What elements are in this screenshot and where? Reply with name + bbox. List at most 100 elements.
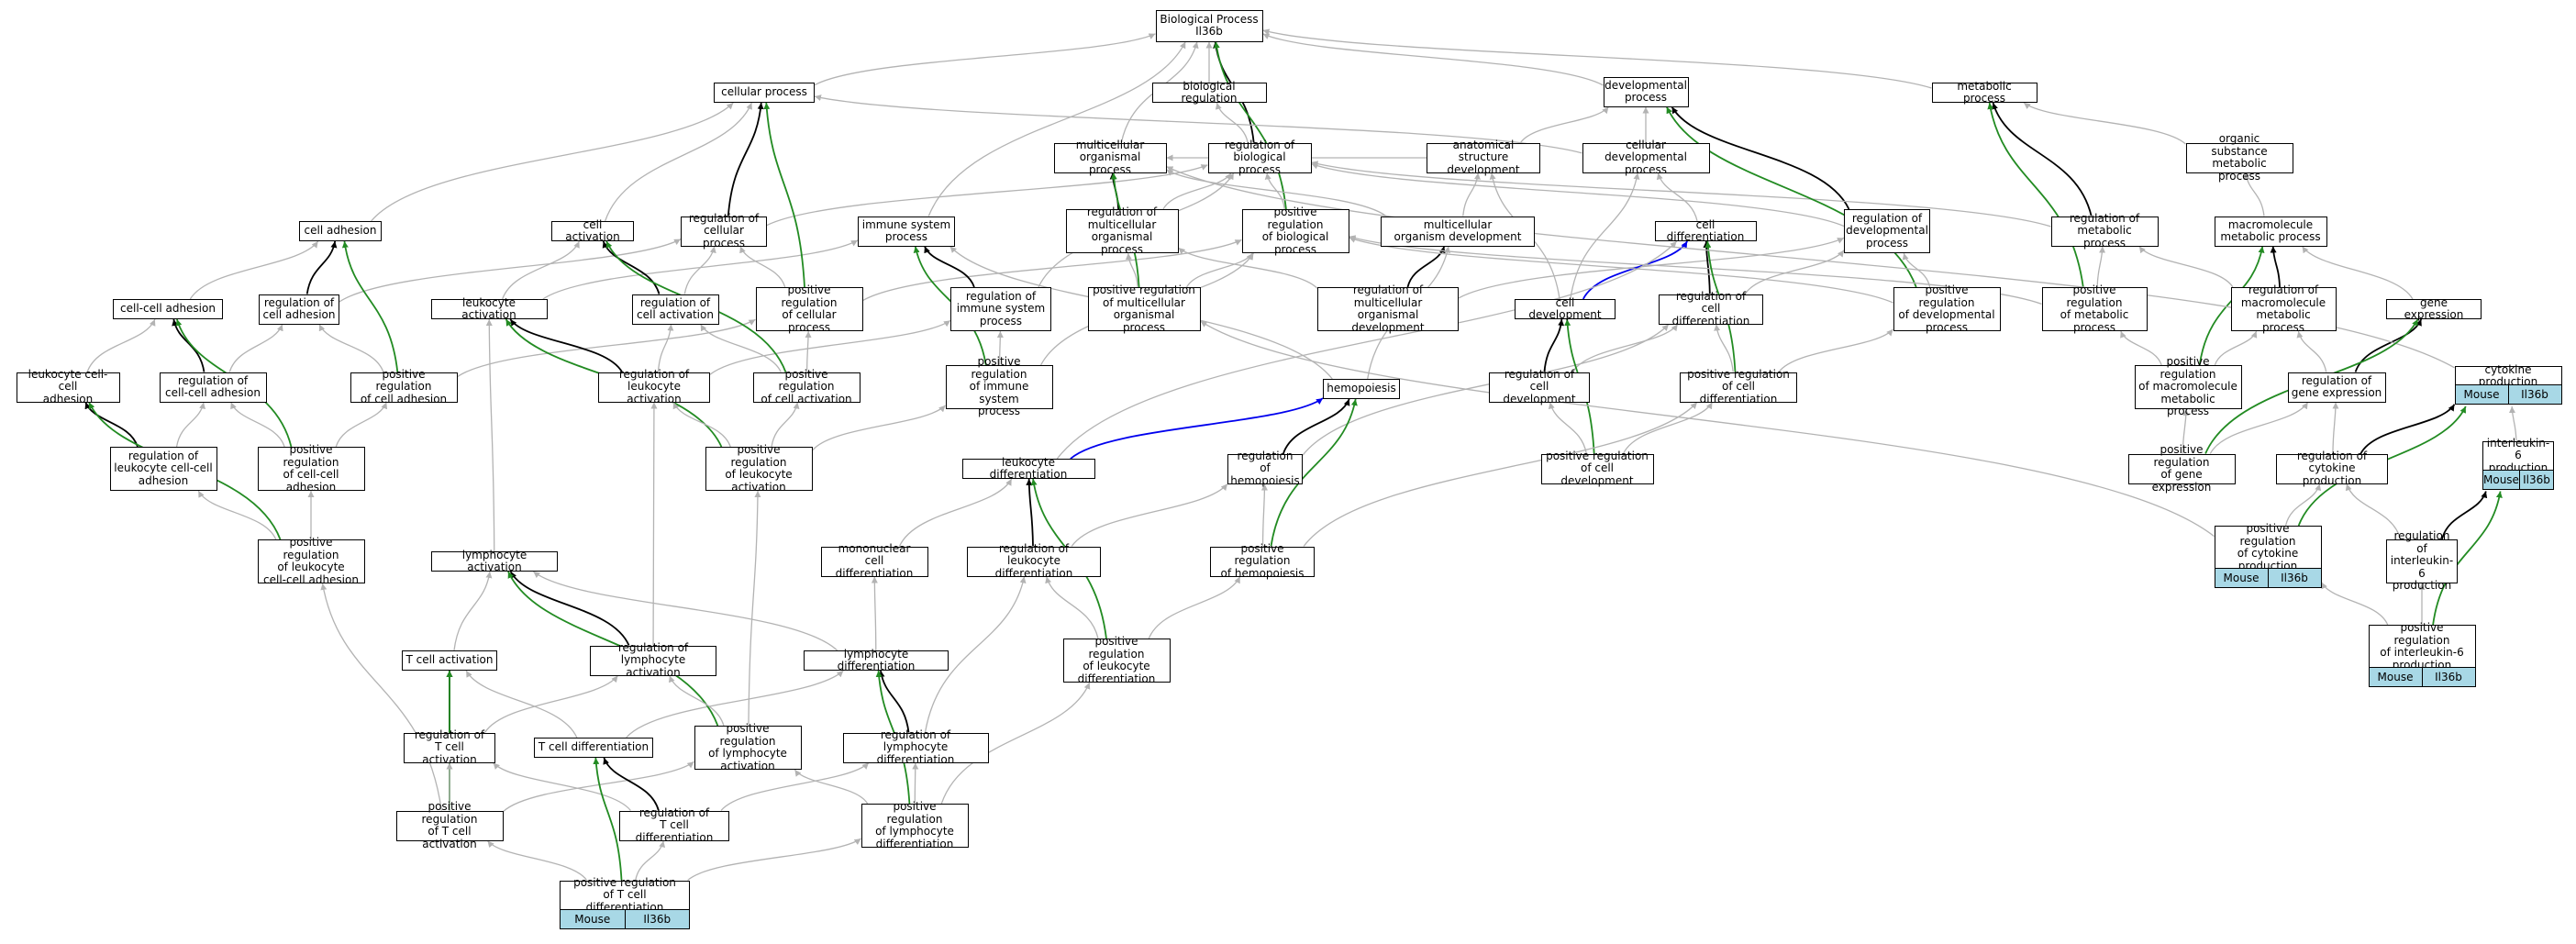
edge-is-a-prlymd-to-prld	[940, 682, 1091, 805]
go-term-asd[interactable]: anatomical structure development	[1427, 139, 1540, 176]
edge-is-a-prcytp-to-rcytp	[2284, 483, 2322, 527]
go-term-ge[interactable]: gene expression	[2386, 296, 2482, 321]
go-term-il6p[interactable]: interleukin-6 production	[2482, 437, 2554, 474]
go-term-rmod[interactable]: regulation of multicellular organismal d…	[1317, 283, 1459, 333]
go-term-prtcd[interactable]: positive regulation of T cell differenti…	[560, 876, 690, 914]
go-term-rmmp[interactable]: regulation of macromolecule metabolic pr…	[2230, 283, 2337, 333]
go-term-lymact[interactable]: lymphocyte activation	[431, 549, 558, 573]
edge-is-a-mp-to-root	[1262, 28, 1932, 89]
go-term-prca[interactable]: positive regulation of cell adhesion	[350, 368, 458, 405]
go-term-prla[interactable]: positive regulation of leukocyte activat…	[705, 443, 813, 493]
go-term-tca[interactable]: T cell activation	[402, 650, 497, 671]
go-term-pril6p[interactable]: positive regulation of interleukin-6 pro…	[2368, 621, 2476, 671]
go-term-rld[interactable]: regulation of leukocyte differentiation	[967, 542, 1101, 580]
go-term-rcact[interactable]: regulation of cell activation	[631, 294, 719, 325]
edge-is-a-la-to-cact	[502, 240, 580, 300]
go-term-tcd[interactable]: T cell differentiation	[534, 738, 653, 758]
edge-is-a-cact-to-cp	[605, 102, 752, 222]
go-term-lymd[interactable]: lymphocyte differentiation	[804, 648, 949, 672]
edge-is-a-prcact-to-prcp	[805, 330, 812, 372]
edge-is-a-prld-to-prhemo	[1148, 576, 1241, 639]
go-term-rcd[interactable]: regulation of cell differentiation	[1659, 290, 1763, 328]
go-term-prcd[interactable]: positive regulation of cell differentiat…	[1680, 368, 1797, 405]
go-term-prcdev[interactable]: positive regulation of cell development	[1540, 450, 1654, 487]
go-term-isp[interactable]: immune system process	[858, 216, 955, 247]
go-term-rcp[interactable]: regulation of cellular process	[681, 212, 767, 250]
go-term-ld[interactable]: leukocyte differentiation	[961, 456, 1095, 481]
go-term-rmp[interactable]: regulation of metabolic process	[2050, 212, 2159, 250]
go-term-prlcca[interactable]: positive regulation of leukocyte cell-ce…	[257, 536, 365, 585]
go-term-rlymact[interactable]: regulation of lymphocyte activation	[590, 641, 716, 679]
go-term-rcca[interactable]: regulation of cell-cell adhesion	[159, 372, 267, 403]
go-term-rhemo[interactable]: regulation of hemopoiesis	[1227, 450, 1303, 487]
go-term-la[interactable]: leukocyte activation	[430, 296, 548, 321]
go-term-cytp[interactable]: cytokine production	[2454, 363, 2562, 388]
edge-is-a-prmop-to-rmop	[1125, 252, 1138, 288]
go-term-rge[interactable]: regulation of gene expression	[2287, 372, 2386, 403]
go-term-prcp[interactable]: positive regulation of cellular process	[755, 283, 863, 333]
go-term-rca[interactable]: regulation of cell adhesion	[259, 294, 339, 325]
go-term-mod[interactable]: multicellular organism development	[1381, 216, 1535, 247]
edge-is-a-prmop-to-prbp	[1186, 252, 1253, 288]
go-term-prhemo[interactable]: positive regulation of hemopoiesis	[1210, 542, 1315, 580]
go-term-cdev[interactable]: cell development	[1515, 296, 1616, 321]
go-term-prdp[interactable]: positive regulation of developmental pro…	[1893, 283, 2001, 333]
go-term-ril6p[interactable]: regulation of interleukin-6 production	[2386, 530, 2458, 592]
edge-regulates-rlcca-to-lcca	[84, 402, 139, 448]
go-term-prisp[interactable]: positive regulation of immune system pro…	[945, 356, 1053, 417]
edge-is-a-asd-to-dp	[1520, 106, 1609, 143]
go-term-cact[interactable]: cell activation	[551, 218, 634, 243]
go-term-prld[interactable]: positive regulation of leukocyte differe…	[1062, 635, 1171, 684]
go-term-mmp[interactable]: macromolecule metabolic process	[2214, 216, 2327, 247]
go-term-rbp[interactable]: regulation of biological process	[1207, 139, 1312, 176]
edge-is-a-prcca-to-rcca	[230, 402, 285, 448]
edge-regulates-rmod-to-mod	[1406, 246, 1446, 288]
edge-is-a-rtcd-to-rlymd	[720, 762, 870, 811]
go-term-prcca[interactable]: positive regulation of cell-cell adhesio…	[257, 443, 365, 493]
go-term-lcca[interactable]: leukocyte cell-cell adhesion	[16, 368, 120, 405]
go-term-rcdev[interactable]: regulation of cell development	[1489, 368, 1590, 405]
edge-part-of-cdev-to-cdiff	[1582, 240, 1688, 300]
go-term-prlymd[interactable]: positive regulation of lymphocyte differ…	[861, 800, 969, 850]
go-term-cp[interactable]: cellular process	[714, 83, 815, 103]
go-term-rlymd[interactable]: regulation of lymphocyte differentiation	[842, 728, 989, 766]
go-term-hemo[interactable]: hemopoiesis	[1323, 379, 1400, 399]
go-term-risp[interactable]: regulation of immune system process	[950, 287, 1051, 331]
go-term-ca[interactable]: cell adhesion	[299, 221, 382, 241]
go-term-br[interactable]: biological regulation	[1151, 80, 1267, 105]
go-term-prmp[interactable]: positive regulation of metabolic process	[2041, 283, 2148, 333]
go-term-prge[interactable]: positive regulation of gene expression	[2127, 443, 2236, 493]
go-term-prmop[interactable]: positive regulation of multicellular org…	[1087, 283, 1201, 333]
edge-is-a-mod-to-asd	[1462, 172, 1481, 217]
edge-is-a-prmp-to-rmp	[2096, 246, 2106, 288]
annotation-gene: Il36b	[2507, 385, 2561, 405]
go-term-prmmp[interactable]: positive regulation of macromolecule met…	[2134, 356, 2242, 417]
go-term-cdiff[interactable]: cell differentiation	[1654, 218, 1757, 243]
go-term-osmp[interactable]: organic substance metabolic process	[2185, 132, 2293, 182]
edge-is-a-cdp-to-cp	[814, 94, 1582, 154]
go-term-mcd[interactable]: mononuclear cell differentiation	[820, 542, 928, 580]
go-term-rtca[interactable]: regulation of T cell activation	[404, 728, 495, 766]
go-term-root[interactable]: Biological Process Il36b	[1155, 9, 1263, 42]
go-term-prbp[interactable]: positive regulation of biological proces…	[1241, 205, 1349, 255]
go-term-rla[interactable]: regulation of leukocyte activation	[598, 368, 710, 405]
go-term-rlcca[interactable]: regulation of leukocyte cell-cell adhesi…	[109, 447, 217, 491]
go-term-rcytp[interactable]: regulation of cytokine production	[2276, 450, 2388, 487]
go-term-prtca[interactable]: positive regulation of T cell activation	[395, 800, 504, 850]
go-term-rtcd[interactable]: regulation of T cell differentiation	[619, 806, 729, 844]
go-term-dp[interactable]: developmental process	[1603, 76, 1689, 107]
go-term-mop[interactable]: multicellular organismal process	[1053, 139, 1167, 176]
go-term-prcytp[interactable]: positive regulation of cytokine producti…	[2214, 522, 2322, 572]
go-term-mp[interactable]: metabolic process	[1931, 80, 2037, 105]
go-term-prcact[interactable]: positive regulation of cell activation	[752, 368, 861, 405]
go-term-rdp[interactable]: regulation of developmental process	[1844, 209, 1930, 253]
edge-is-a-lymd-to-lymact	[532, 571, 838, 651]
edge-regulates-rtcd-to-tcd	[603, 757, 660, 811]
go-term-prlymact[interactable]: positive regulation of lymphocyte activa…	[694, 722, 802, 772]
edge-is-a-rlymact-to-rla	[650, 402, 658, 646]
go-term-cdp[interactable]: cellular developmental process	[1582, 139, 1710, 176]
edge-regulates-risp-to-isp	[924, 246, 975, 288]
go-term-cca[interactable]: cell-cell adhesion	[113, 299, 223, 319]
go-term-rmop[interactable]: regulation of multicellular organismal p…	[1065, 205, 1179, 255]
